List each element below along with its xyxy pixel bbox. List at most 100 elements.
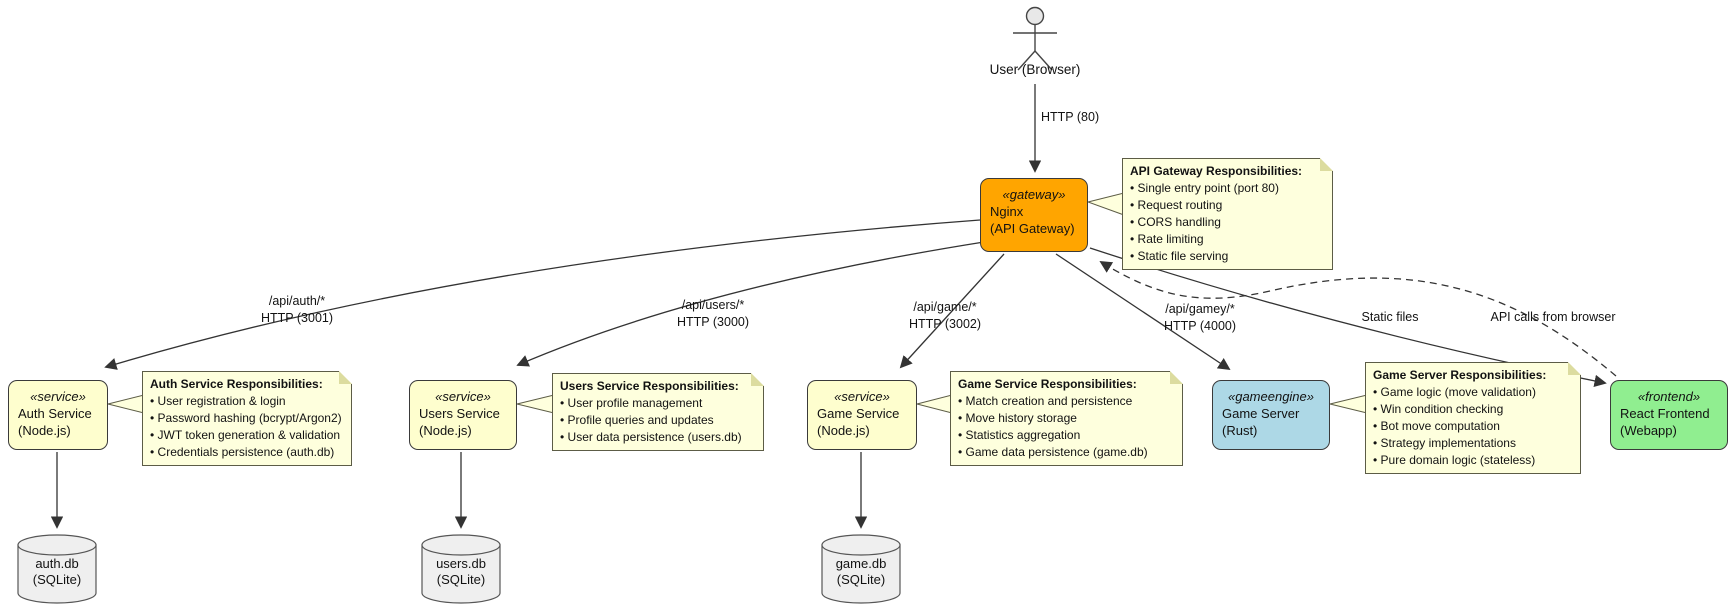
note-item: Move history storage [958, 410, 1175, 427]
note-item: Statistics aggregation [958, 427, 1175, 444]
note-item: User data persistence (users.db) [560, 429, 756, 446]
users-service-subtitle: (Node.js) [419, 423, 472, 438]
user-actor-icon [1013, 6, 1057, 71]
frontend-subtitle: (Webapp) [1620, 423, 1677, 438]
game-database-icon [821, 534, 901, 604]
gameserver-stereotype: «gameengine» [1227, 389, 1315, 404]
edge-label-api-gamey-path: /api/gamey/* [1165, 302, 1235, 316]
note-item: Password hashing (bcrypt/Argon2) [150, 410, 344, 427]
frontend-stereotype: «frontend» [1637, 389, 1701, 404]
note-item: User registration & login [150, 393, 344, 410]
note-item: Rate limiting [1130, 231, 1325, 248]
users-db-name: users.db [436, 556, 486, 571]
note-gameserver-title: Game Server Responsibilities: [1373, 368, 1547, 382]
note-item: Profile queries and updates [560, 412, 756, 429]
note-connector-auth [107, 394, 145, 414]
edge-label-api-gamey-port: HTTP (4000) [1163, 318, 1237, 333]
edge-gateway-to-gameserver [1055, 253, 1231, 371]
note-item: Game logic (move validation) [1373, 384, 1573, 401]
database-cylinders [17, 534, 901, 604]
game-db-label: game.db (SQLite) [801, 556, 921, 588]
actor-label: User (Browser) [989, 62, 1081, 77]
edge-label-api-auth-port: HTTP (3001) [260, 310, 334, 325]
note-item: CORS handling [1130, 214, 1325, 231]
note-item: Game data persistence (game.db) [958, 444, 1175, 461]
note-item: Bot move computation [1373, 418, 1573, 435]
note-item: Match creation and persistence [958, 393, 1175, 410]
gateway-stereotype: «gateway» [1002, 187, 1066, 202]
users-database-icon [421, 534, 501, 604]
gateway-node: «gateway» Nginx (API Gateway) [980, 178, 1088, 252]
users-db-label: users.db (SQLite) [401, 556, 521, 588]
note-connector-gateway [1086, 192, 1125, 216]
note-users: Users Service Responsibilities: User pro… [552, 373, 764, 451]
note-item: User profile management [560, 395, 756, 412]
note-connector-users [516, 394, 555, 414]
gateway-subtitle: (API Gateway) [990, 221, 1075, 236]
auth-db-label: auth.db (SQLite) [0, 556, 117, 588]
note-game-title: Game Service Responsibilities: [958, 377, 1137, 391]
note-item: Single entry point (port 80) [1130, 180, 1325, 197]
frontend-name: React Frontend [1620, 406, 1710, 421]
note-gameserver-items: Game logic (move validation) Win conditi… [1373, 384, 1573, 469]
note-item: Win condition checking [1373, 401, 1573, 418]
note-connector-game [916, 394, 953, 414]
note-auth-title: Auth Service Responsibilities: [150, 377, 323, 391]
note-game-items: Match creation and persistence Move hist… [958, 393, 1175, 461]
note-users-title: Users Service Responsibilities: [560, 379, 739, 393]
edge-label-api-users: /api/users/* HTTP (3000) [677, 297, 749, 330]
note-game: Game Service Responsibilities: Match cre… [950, 371, 1183, 466]
gameserver-subtitle: (Rust) [1222, 423, 1258, 438]
auth-db-subtitle: (SQLite) [32, 572, 82, 587]
game-service-name: Game Service [817, 406, 900, 421]
edge-label-api-auth-path: /api/auth/* [268, 294, 326, 308]
edge-label-api-game-path: /api/game/* [913, 300, 977, 314]
game-db-name: game.db [835, 556, 887, 571]
edge-label-api-users-port: HTTP (3000) [676, 314, 750, 329]
game-service-subtitle: (Node.js) [817, 423, 870, 438]
game-db-subtitle: (SQLite) [836, 572, 886, 587]
auth-service-name: Auth Service [18, 406, 92, 421]
note-item: JWT token generation & validation [150, 427, 344, 444]
note-item: Credentials persistence (auth.db) [150, 444, 344, 461]
gateway-name: Nginx [990, 204, 1024, 219]
note-users-items: User profile management Profile queries … [560, 395, 756, 446]
note-gameserver: Game Server Responsibilities: Game logic… [1365, 362, 1581, 474]
game-service-stereotype: «service» [834, 389, 890, 404]
note-item: Strategy implementations [1373, 435, 1573, 452]
note-gateway-title: API Gateway Responsibilities: [1130, 164, 1303, 178]
users-service-name: Users Service [419, 406, 500, 421]
users-service-node: «service» Users Service (Node.js) [409, 380, 517, 450]
edge-label-api-calls: API calls from browser [1490, 310, 1616, 324]
note-item: Static file serving [1130, 248, 1325, 265]
note-gateway: API Gateway Responsibilities: Single ent… [1122, 158, 1333, 270]
note-item: Pure domain logic (stateless) [1373, 452, 1573, 469]
note-auth-items: User registration & login Password hashi… [150, 393, 344, 461]
edge-label-static-files: Static files [1361, 310, 1419, 324]
users-service-stereotype: «service» [435, 389, 491, 404]
edge-label-api-auth: /api/auth/* HTTP (3001) [261, 293, 333, 326]
edge-label-http-80: HTTP (80) [1041, 110, 1100, 124]
auth-service-subtitle: (Node.js) [18, 423, 71, 438]
note-gateway-items: Single entry point (port 80) Request rou… [1130, 180, 1325, 265]
auth-db-name: auth.db [35, 556, 79, 571]
users-db-subtitle: (SQLite) [436, 572, 486, 587]
edge-label-api-users-path: /api/users/* [681, 298, 745, 312]
auth-service-node: «service» Auth Service (Node.js) [8, 380, 108, 450]
frontend-node: «frontend» React Frontend (Webapp) [1610, 380, 1728, 450]
edge-gateway-to-auth [104, 219, 981, 370]
edge-frontend-to-gateway-dashed [1099, 261, 1617, 377]
auth-service-stereotype: «service» [30, 389, 86, 404]
edge-label-api-gamey: /api/gamey/* HTTP (4000) [1164, 301, 1236, 334]
edge-gateway-to-users [516, 241, 985, 367]
gameserver-node: «gameengine» Game Server (Rust) [1212, 380, 1330, 450]
auth-database-icon [17, 534, 97, 604]
note-connector-gameserver [1329, 394, 1368, 414]
game-service-node: «service» Game Service (Node.js) [807, 380, 917, 450]
note-item: Request routing [1130, 197, 1325, 214]
gameserver-name: Game Server [1222, 406, 1300, 421]
edge-label-api-game: /api/game/* HTTP (3002) [909, 299, 981, 332]
note-auth: Auth Service Responsibilities: User regi… [142, 371, 352, 466]
